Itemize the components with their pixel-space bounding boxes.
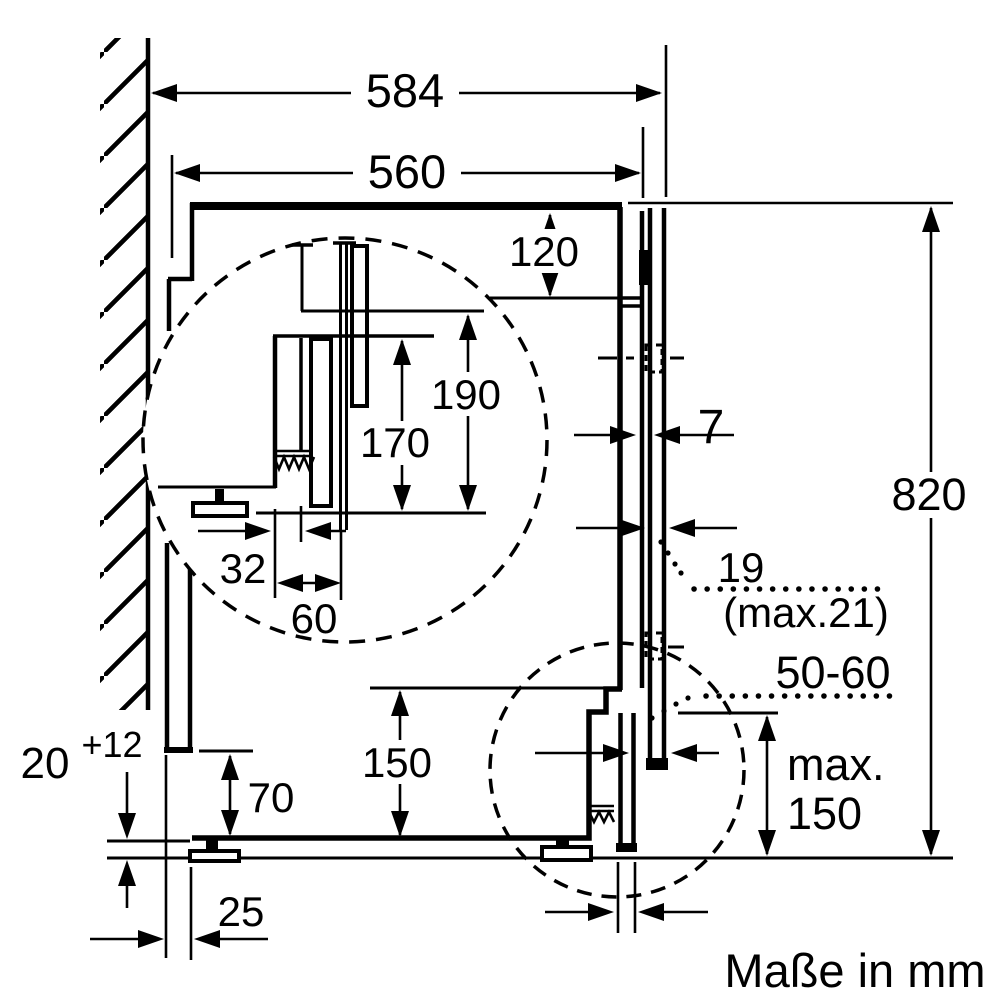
- dim-label-door-thickness-max: (max.21): [723, 589, 889, 636]
- door-latch-tab: [639, 250, 648, 285]
- dim-label-plinth-recess: 50-60: [775, 647, 890, 698]
- dim-label-niche-height: 820: [891, 469, 966, 520]
- dim-niche-height: 820: [883, 206, 979, 856]
- dim-front-gap: 7: [574, 401, 734, 454]
- dim-plinth-panel-upper: [535, 744, 719, 762]
- dim-label-plinth-max-prefix: max.: [787, 739, 885, 790]
- dim-plinth-panel-lower: [545, 862, 708, 933]
- dim-bottom-side-gap: 25: [90, 755, 268, 960]
- appliance-foot-left: [188, 838, 241, 863]
- dim-label-top-offset: 120: [509, 228, 579, 275]
- hinge-detail: [158, 241, 486, 530]
- cabinet-outline: [164, 202, 622, 753]
- dim-foot-height: 70: [199, 749, 295, 836]
- dim-label-detail-height-outer: 190: [431, 371, 501, 418]
- wall-section: [100, 38, 151, 710]
- dim-label-foot-height: 70: [248, 774, 295, 821]
- dim-label-front-gap: 7: [698, 401, 725, 454]
- dim-plinth-recess: 50-60: [649, 647, 901, 721]
- units-caption: Maße in mm: [724, 944, 985, 997]
- dim-plinth-clearance: 150: [351, 686, 606, 837]
- dim-plinth-max-height: max. 150: [678, 711, 885, 856]
- dim-label-detail-offset: 32: [220, 545, 267, 592]
- dimensions: 584 560 120 190: [21, 45, 979, 960]
- appliance-foot-right: [540, 838, 593, 862]
- dim-top-offset: 120: [498, 213, 592, 297]
- dim-label-niche-width: 584: [366, 64, 444, 117]
- dim-label-base-clearance: 20: [21, 739, 70, 788]
- dim-label-base-tolerance: +12: [81, 724, 142, 765]
- dim-label-door-thickness: 19: [718, 544, 765, 591]
- dim-door-thickness: 19 (max.21): [576, 519, 892, 636]
- dim-label-detail-height-inner: 170: [360, 419, 430, 466]
- appliance-outline: [107, 201, 953, 863]
- dim-label-plinth-max-height: 150: [787, 788, 862, 839]
- dim-label-plinth-clearance: 150: [362, 739, 432, 786]
- dim-inner-width: 560: [170, 127, 645, 258]
- dim-label-bottom-side-gap: 25: [218, 888, 265, 935]
- dim-label-detail-width: 60: [291, 595, 338, 642]
- detail-circle-lower: [488, 641, 746, 899]
- dim-detail-offset: 32: [198, 506, 346, 598]
- hinge-centerline-lower: [644, 631, 684, 661]
- dim-label-inner-width: 560: [368, 145, 446, 198]
- hinge-centerline-upper: [598, 343, 684, 374]
- dim-niche-width: 584: [151, 45, 668, 197]
- dim-detail-width: 60: [277, 530, 343, 642]
- dim-detail-height-inner: 170: [349, 339, 441, 511]
- dim-base-clearance: 20 +12: [21, 724, 143, 908]
- dim-detail-height-outer: 190: [421, 314, 513, 511]
